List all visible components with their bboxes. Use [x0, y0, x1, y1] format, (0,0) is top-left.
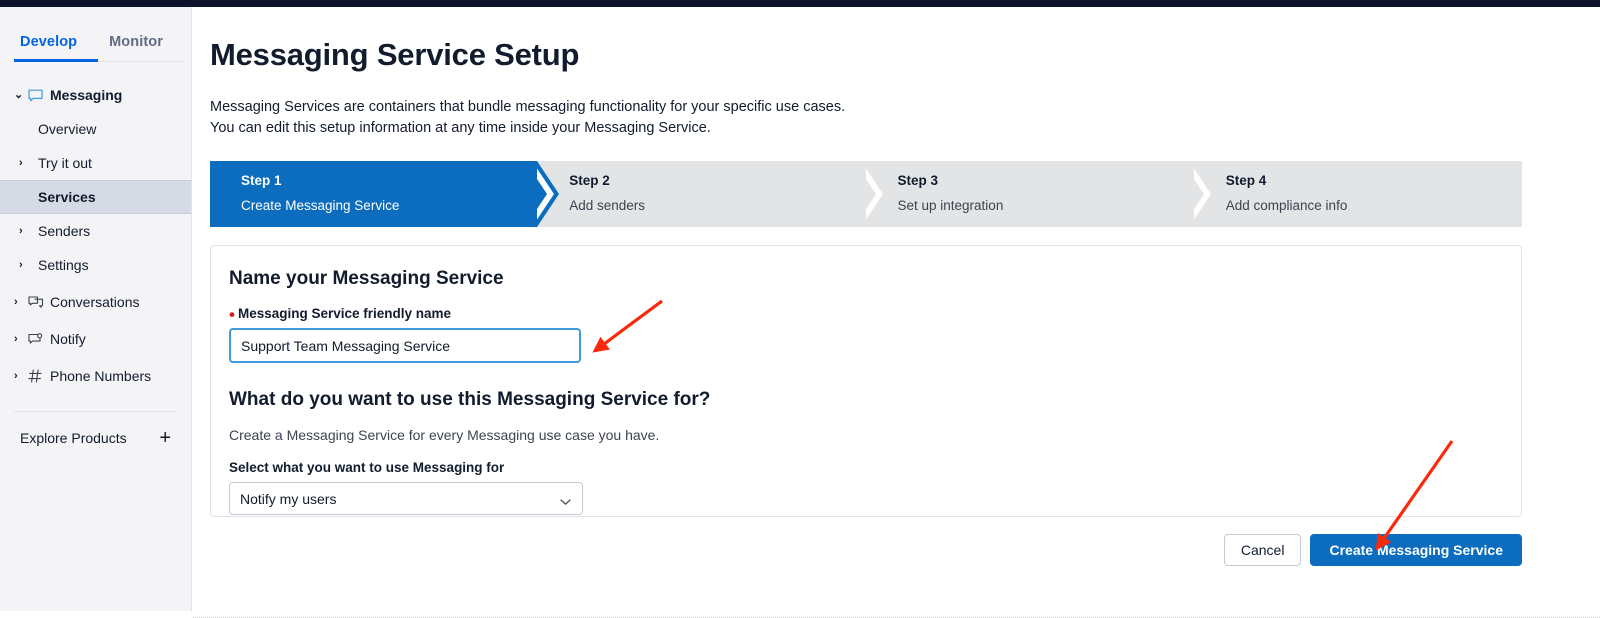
usecase-helper-text: Create a Messaging Service for every Mes… [229, 427, 660, 443]
usecase-select-wrapper: Notify my users [229, 482, 583, 515]
sidebar-item-conversations[interactable]: › Conversations [0, 285, 191, 319]
tab-monitor[interactable]: Monitor [109, 34, 163, 50]
sidebar-item-senders[interactable]: › Senders [0, 214, 191, 248]
chevron-right-icon: › [14, 332, 18, 345]
tabs-active-underline [14, 59, 98, 62]
step-label: Add senders [569, 198, 646, 213]
intro-line-2: You can edit this setup information at a… [210, 120, 711, 136]
section-spacer [229, 363, 1521, 389]
step-divider-chevron [1193, 161, 1216, 227]
chevron-right-icon: › [14, 369, 18, 382]
tab-develop[interactable]: Develop [20, 34, 78, 50]
form-footer: Cancel Create Messaging Service [210, 534, 1522, 566]
plus-icon[interactable]: + [159, 427, 171, 449]
sidebar-item-label: Settings [38, 257, 89, 273]
usecase-section-heading: What do you want to use this Messaging S… [229, 389, 711, 410]
friendly-name-input[interactable] [229, 328, 581, 363]
sidebar-item-label: Conversations [50, 294, 140, 310]
step-divider-chevron [865, 161, 888, 227]
step-number: Step 4 [1225, 173, 1267, 188]
sidebar-item-messaging[interactable]: ⌄ Messaging [0, 78, 191, 112]
step-wizard: Step 1 Create Messaging Service Step 2 A… [210, 161, 1522, 227]
tabs-underline [14, 61, 184, 62]
sidebar-item-label: Phone Numbers [50, 368, 152, 384]
notify-icon [28, 332, 50, 346]
intro-line-1: Messaging Services are containers that b… [210, 99, 846, 115]
sidebar-nav: ⌄ Messaging Overview › Try it out Servic… [0, 62, 191, 393]
sidebar-tabs: Develop Monitor [0, 7, 191, 62]
page-title: Messaging Service Setup [210, 37, 580, 72]
usecase-select-label: Select what you want to use Messaging fo… [229, 460, 1521, 475]
chevron-down-icon: ⌄ [14, 88, 24, 101]
hash-icon [28, 369, 50, 383]
chevron-right-icon: › [19, 156, 23, 169]
friendly-name-label: • Messaging Service friendly name [229, 304, 452, 324]
chevron-right-icon: › [19, 224, 23, 237]
chevron-right-icon: › [19, 258, 23, 271]
step-label: Create Messaging Service [241, 198, 400, 213]
step-number: Step 1 [241, 173, 282, 188]
sidebar-item-label: Notify [50, 331, 86, 347]
name-section-heading: Name your Messaging Service [229, 268, 504, 289]
top-navy-bar [0, 0, 1600, 7]
sidebar-item-label: Messaging [50, 87, 123, 103]
main-content: Messaging Service Setup Messaging Servic… [193, 7, 1600, 611]
sidebar-item-settings[interactable]: › Settings [0, 248, 191, 282]
step-4[interactable]: Step 4 Add compliance info [1193, 161, 1522, 227]
sidebar-item-label: Overview [38, 121, 97, 137]
setup-form-card: Name your Messaging Service • Messaging … [210, 245, 1522, 517]
sidebar-item-label: Try it out [38, 155, 92, 171]
sidebar-item-try-it-out[interactable]: › Try it out [0, 146, 191, 180]
step-2[interactable]: Step 2 Add senders [537, 161, 888, 227]
step-3[interactable]: Step 3 Set up integration [865, 161, 1216, 227]
step-label: Set up integration [897, 198, 1004, 213]
create-messaging-service-button[interactable]: Create Messaging Service [1310, 534, 1522, 566]
step-divider-chevron [537, 161, 560, 227]
step-label: Add compliance info [1225, 198, 1348, 213]
sidebar-item-phone-numbers[interactable]: › Phone Numbers [0, 359, 191, 393]
usecase-select-label-text: Select what you want to use Messaging fo… [229, 460, 505, 475]
sidebar-item-label: Senders [38, 223, 91, 239]
chat-bubble-icon [28, 89, 50, 102]
sidebar-item-label: Services [38, 189, 96, 205]
step-number: Step 2 [569, 173, 610, 188]
sidebar-item-notify[interactable]: › Notify [0, 322, 191, 356]
cancel-button[interactable]: Cancel [1223, 534, 1302, 566]
sidebar-item-services[interactable]: Services [0, 180, 191, 214]
friendly-name-label-text: Messaging Service friendly name [237, 306, 452, 321]
step-number: Step 3 [897, 173, 939, 188]
conversations-icon [28, 295, 50, 309]
sidebar-divider [14, 411, 177, 412]
sidebar-item-overview[interactable]: Overview [0, 112, 191, 146]
page-description: Messaging Services are containers that b… [210, 97, 1522, 139]
chevron-right-icon: › [14, 295, 18, 308]
sidebar: Develop Monitor ⌄ Messaging Overview › T… [0, 7, 192, 611]
explore-products-label: Explore Products [20, 430, 127, 446]
usecase-select[interactable]: Notify my users [229, 482, 583, 515]
step-1[interactable]: Step 1 Create Messaging Service [210, 161, 560, 227]
explore-products-row[interactable]: Explore Products + [0, 412, 191, 464]
